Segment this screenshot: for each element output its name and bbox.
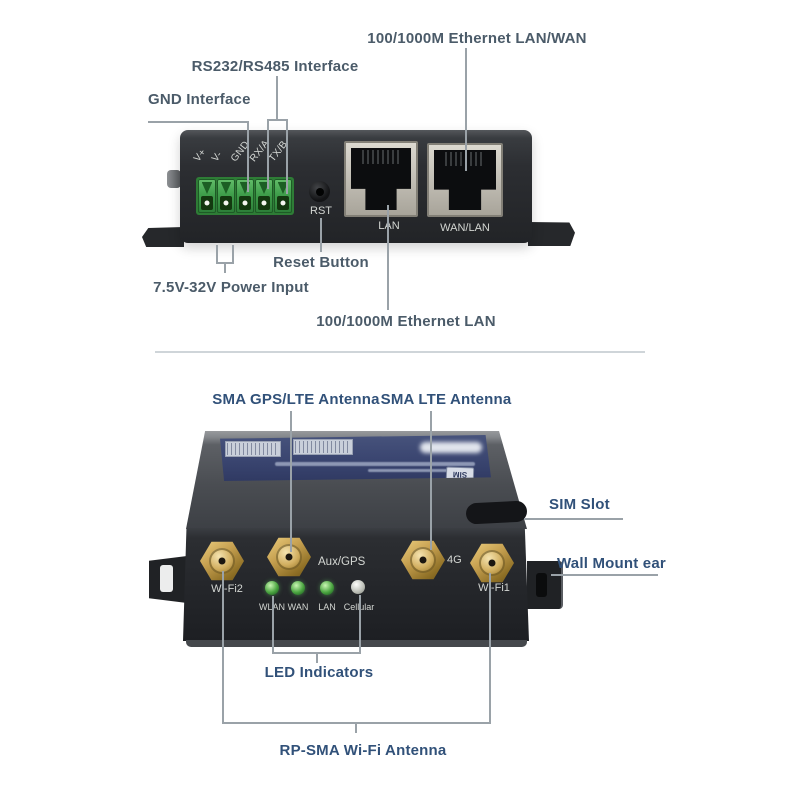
leader-reset — [320, 218, 322, 252]
terminal-pin-vminus — [217, 179, 235, 213]
router-bottom-lip — [186, 640, 527, 647]
antenna-center — [419, 556, 427, 564]
label-power-input: 7.5V-32V Power Input — [153, 279, 309, 296]
leader-led-stem — [316, 652, 318, 663]
leader-rs232-bar — [267, 119, 288, 121]
label-rp-sma-wifi: RP-SMA Wi-Fi Antenna — [279, 742, 447, 759]
barcode-sticker — [293, 439, 353, 455]
lan-port — [344, 141, 418, 217]
led-wan — [291, 581, 305, 595]
terminal-screw-dot — [223, 200, 229, 206]
leader-wifi-leg-left — [222, 571, 224, 724]
mount-ear-slot — [536, 573, 547, 597]
terminal-pin-txb — [274, 179, 292, 213]
terminal-pin-vplus — [198, 179, 216, 213]
terminal-pin-gnd — [236, 179, 254, 213]
wifi2-text: Wi-Fi2 — [211, 583, 243, 595]
mount-ear-right-top-view — [528, 222, 575, 246]
rst-text: RST — [310, 205, 332, 217]
terminal-screw-dot — [242, 200, 248, 206]
plate-highlight — [420, 442, 482, 453]
wanlan-port-label: WAN/LAN — [440, 222, 490, 234]
terminal-screw-dot — [280, 200, 286, 206]
leader-wifi-leg-right — [489, 573, 491, 724]
leader-power-leg-vminus — [232, 245, 234, 264]
leader-led-leg-right — [359, 595, 361, 654]
leader-ethernet-lan-wan — [465, 48, 467, 171]
label-ethernet-lan: 100/1000M Ethernet LAN — [316, 313, 496, 330]
terminal-block — [196, 177, 294, 215]
terminal-screw-dot — [204, 200, 210, 206]
wifi1-text: Wi-Fi1 — [478, 582, 510, 594]
led-cellular — [351, 580, 365, 594]
leader-rs232-leg-txb — [286, 119, 288, 194]
terminal-clamp — [201, 181, 213, 194]
terminal-pin-rxa — [255, 179, 273, 213]
leader-sma-lte — [430, 411, 432, 550]
reset-button-hole — [315, 187, 324, 196]
mount-ear-slot — [160, 565, 173, 592]
label-led-indicators: LED Indicators — [264, 664, 374, 681]
sim-slot — [465, 500, 528, 525]
antenna-aux-gps-connector — [267, 537, 311, 577]
terminal-clamp — [258, 181, 270, 194]
leader-wifi-stem — [355, 722, 357, 733]
antenna-center — [488, 559, 496, 567]
led-lan — [320, 581, 334, 595]
mount-ear-left — [149, 556, 187, 603]
leader-led-leg-left — [272, 596, 274, 654]
side-screw — [167, 170, 181, 188]
plate-text-blur — [275, 462, 475, 466]
section-divider — [155, 351, 645, 353]
terminal-clamp — [220, 181, 232, 194]
mount-ear-left-top-view — [142, 227, 184, 247]
device-label-plate: SIM — [220, 435, 491, 481]
label-ethernet-lan-wan: 100/1000M Ethernet LAN/WAN — [367, 30, 587, 47]
lan-port-label: LAN — [378, 220, 400, 232]
4g-text: 4G — [447, 554, 462, 566]
leader-sma-gps-lte — [290, 411, 292, 552]
leader-wall-mount — [551, 574, 658, 576]
led-wan-label: WAN — [287, 602, 309, 612]
antenna-center — [285, 553, 293, 561]
terminal-screw-dot — [261, 200, 267, 206]
label-sim-slot: SIM Slot — [549, 496, 610, 513]
leader-rs232-leg-rxa — [267, 119, 269, 189]
label-wall-mount-ear: Wall Mount ear — [557, 555, 666, 572]
led-lan-label: LAN — [318, 602, 336, 612]
antenna-4g-connector — [401, 540, 445, 580]
leader-sim-slot — [524, 518, 623, 520]
led-wlan — [265, 581, 279, 595]
mount-ear-right — [527, 561, 563, 609]
lan-port-cavity — [351, 148, 411, 210]
label-gnd-interface: GND Interface — [148, 91, 251, 108]
leader-power-stem — [224, 262, 226, 273]
antenna-center — [218, 557, 226, 565]
leader-ethernet-lan — [387, 205, 389, 310]
label-sma-gps-lte: SMA GPS/LTE Antenna — [212, 391, 380, 408]
plate-text-blur — [368, 469, 473, 472]
label-rs232-rs485: RS232/RS485 Interface — [191, 58, 359, 75]
leader-gnd-vertical — [247, 121, 249, 192]
label-sma-lte: SMA LTE Antenna — [380, 391, 512, 408]
barcode-sticker — [225, 441, 281, 457]
leader-gnd-horizontal — [148, 121, 249, 123]
antenna-wifi1-connector — [470, 543, 514, 583]
leader-power-leg-vplus — [216, 245, 218, 264]
aux-gps-text: Aux/GPS — [318, 556, 366, 568]
terminal-clamp — [277, 181, 289, 194]
reset-button — [309, 181, 330, 202]
terminal-clamp — [239, 181, 251, 194]
label-reset-button: Reset Button — [273, 254, 369, 271]
leader-rs232-stem — [276, 76, 278, 119]
